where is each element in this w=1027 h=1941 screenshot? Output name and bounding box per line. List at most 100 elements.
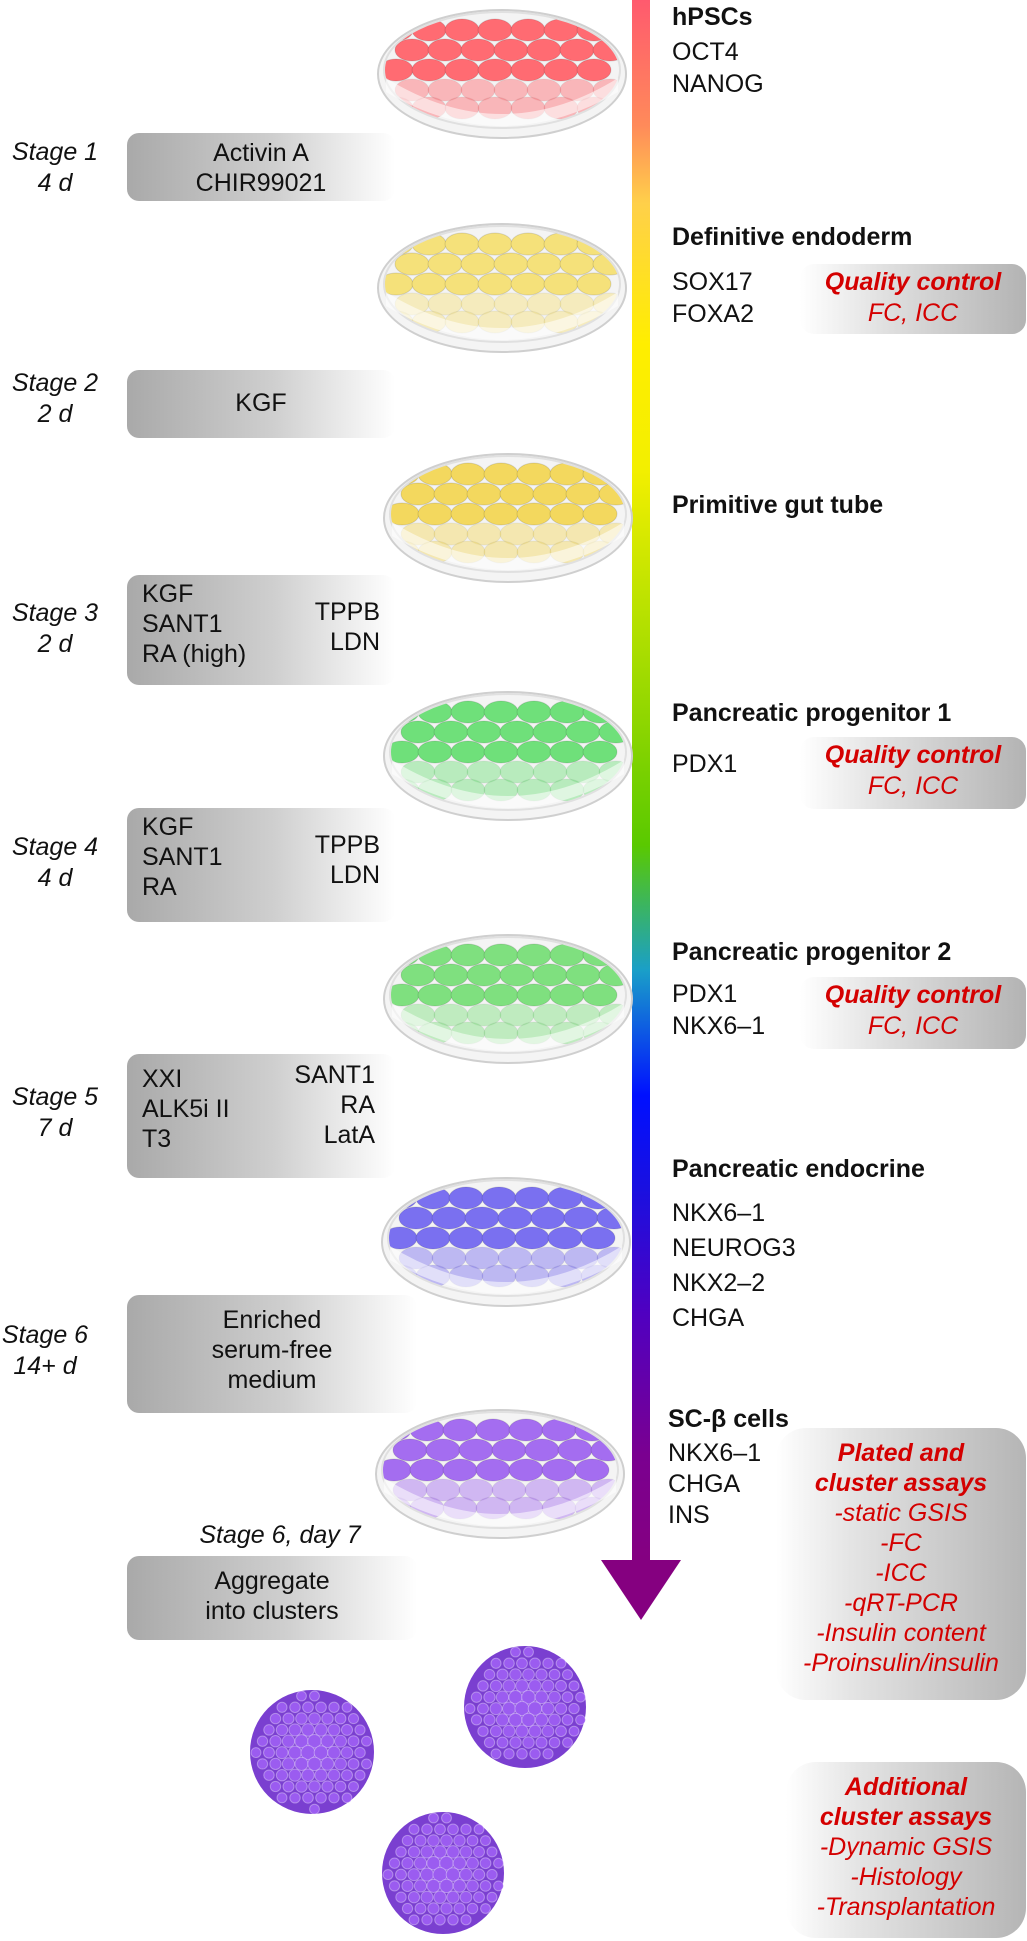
cluster-cell — [334, 1780, 347, 1793]
cluster-cell — [561, 1669, 574, 1681]
cell — [450, 943, 486, 967]
cell — [524, 1438, 560, 1462]
quality-control-box-progenitor-1: Quality control FC, ICC — [800, 737, 1026, 809]
cluster-cell — [288, 1768, 302, 1782]
cell — [510, 58, 546, 82]
cluster-cell — [453, 1902, 466, 1915]
pancreatic-progenitor-1-markers: PDX1 — [672, 750, 738, 778]
cell — [483, 700, 519, 724]
cluster-cell — [340, 1723, 354, 1736]
cluster-cell — [395, 1868, 407, 1881]
cluster-cell — [269, 1735, 282, 1748]
cell — [466, 963, 502, 987]
cluster-cell — [320, 1756, 335, 1771]
cell — [514, 1226, 550, 1250]
cluster-cell — [276, 1792, 288, 1804]
cell — [398, 1206, 434, 1230]
cluster-cell — [541, 1724, 555, 1738]
cluster-cell — [555, 1657, 567, 1669]
cluster-cell — [439, 1878, 454, 1894]
cell — [526, 292, 562, 316]
cluster-cell — [483, 1668, 496, 1681]
cluster-cell — [486, 1891, 498, 1903]
cluster-cell — [477, 1680, 489, 1692]
cell — [464, 1246, 500, 1270]
pancreatic-progenitor-1-title: Pancreatic progenitor 1 — [672, 699, 952, 727]
cell — [460, 38, 496, 62]
cell — [460, 252, 496, 276]
cluster-cell — [347, 1713, 360, 1725]
cell — [541, 1458, 577, 1482]
cell — [392, 1438, 428, 1462]
cluster-cell — [554, 1702, 568, 1715]
cell — [444, 272, 480, 296]
cluster-cell — [281, 1757, 296, 1771]
cell — [516, 740, 552, 764]
cluster-cell — [441, 1812, 452, 1824]
sc-beta-cluster-2-icon — [464, 1646, 586, 1768]
cluster-cell — [464, 1703, 476, 1715]
cluster-cell — [315, 1701, 327, 1714]
cluster-cell — [521, 1712, 536, 1728]
cell — [433, 720, 469, 744]
cluster-cell — [480, 1903, 491, 1914]
cell — [466, 1003, 502, 1027]
cell — [483, 462, 519, 486]
cluster-cell — [427, 1834, 440, 1847]
cluster-cell — [470, 1714, 483, 1726]
cluster-cell — [433, 1890, 447, 1904]
cell — [547, 1226, 583, 1250]
cluster-cell — [548, 1668, 561, 1681]
cell — [433, 1003, 469, 1027]
cluster-cell — [309, 1690, 320, 1702]
cluster-cell — [341, 1701, 353, 1713]
cluster-cell — [490, 1657, 502, 1669]
cluster-cell — [515, 1724, 529, 1738]
cluster-cell — [388, 1880, 401, 1892]
cluster-cell — [473, 1823, 485, 1835]
cell — [497, 1246, 533, 1270]
cluster-cell — [459, 1867, 473, 1882]
cell — [582, 983, 618, 1007]
cell — [450, 983, 486, 1007]
dish-hpscs — [377, 9, 627, 139]
cell — [388, 1186, 418, 1210]
cluster-cell — [483, 1691, 496, 1704]
cell — [417, 983, 453, 1007]
cell — [460, 292, 496, 316]
cell — [582, 740, 618, 764]
cluster-cell — [426, 1878, 441, 1893]
cell — [425, 1478, 461, 1502]
cell — [464, 1206, 500, 1230]
sc-beta-cluster-1-icon — [250, 1690, 374, 1815]
cluster-cell — [473, 1891, 485, 1904]
cluster-cell — [447, 1823, 459, 1836]
dish-pancreatic-progenitor-2 — [383, 934, 633, 1064]
cluster-cell — [479, 1835, 492, 1847]
dish-definitive-endoderm — [377, 223, 627, 353]
cell — [516, 700, 552, 724]
cell — [499, 760, 535, 784]
cell — [433, 760, 469, 784]
cluster-cell — [493, 1857, 504, 1869]
cell — [549, 740, 585, 764]
cluster-cell — [483, 1713, 496, 1727]
dish-pancreatic-progenitor-1 — [383, 691, 633, 821]
cluster-cell — [414, 1834, 427, 1847]
cluster-cell — [555, 1725, 567, 1738]
cluster-cell — [575, 1691, 586, 1703]
cluster-cell — [434, 1823, 446, 1836]
cluster-cell — [395, 1891, 407, 1903]
cell — [450, 502, 486, 526]
cluster-cell — [275, 1723, 289, 1737]
cluster-cell — [440, 1834, 453, 1847]
cluster-cell — [288, 1723, 302, 1737]
pancreatic-endocrine-title: Pancreatic endocrine — [672, 1155, 925, 1183]
cell — [477, 232, 513, 256]
cluster-cell — [473, 1845, 485, 1858]
cluster-cell — [328, 1792, 340, 1804]
cell — [475, 1418, 511, 1442]
cluster-cell — [301, 1723, 315, 1737]
